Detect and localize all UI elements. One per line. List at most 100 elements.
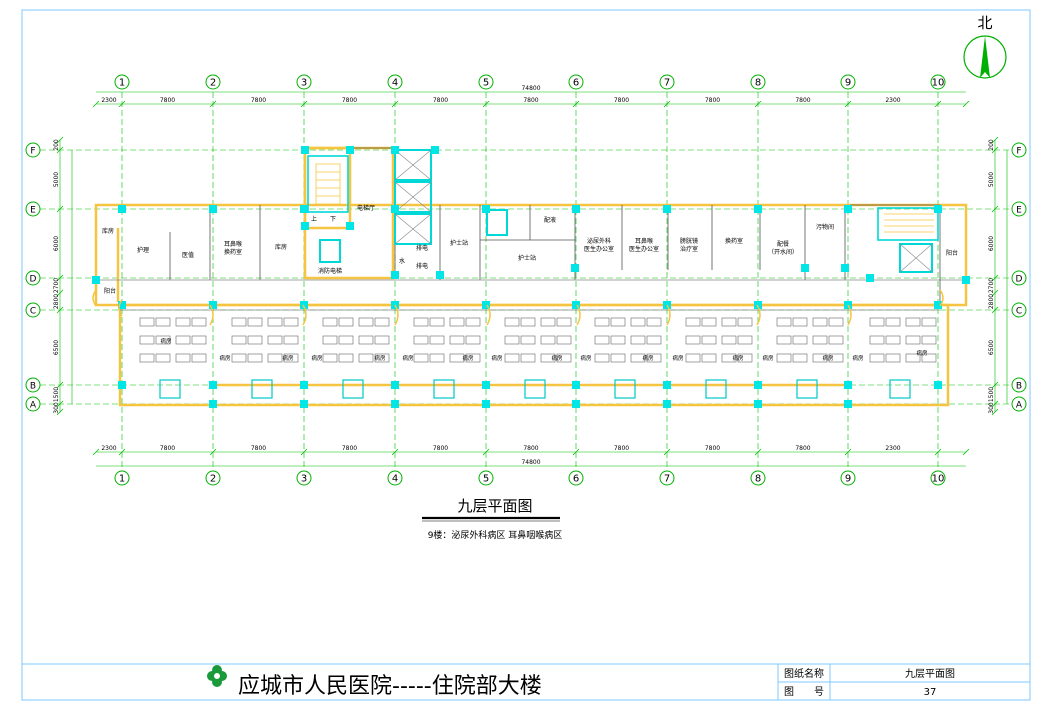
dimension-label: 7800 <box>614 445 629 452</box>
bed-icon <box>247 317 263 327</box>
column-marker <box>572 381 580 389</box>
grid-bubble-row-F <box>1011 142 1027 158</box>
column-marker <box>346 146 354 154</box>
column-marker <box>300 301 308 309</box>
grid-label-row-C: C <box>1016 307 1022 317</box>
ward-bathroom <box>889 379 911 399</box>
bed-icon <box>610 317 626 327</box>
bed-icon <box>139 317 155 327</box>
hospital-logo-icon <box>207 665 227 687</box>
grid-label-col-1: 1 <box>119 474 125 485</box>
dimension-label: 7800 <box>705 445 720 452</box>
bed-icon <box>191 335 207 345</box>
room-label-huzhan: 护理 <box>137 246 149 254</box>
grid-label-row-A: A <box>1016 401 1023 411</box>
bed-icon <box>231 335 247 345</box>
column-marker <box>754 381 762 389</box>
grid-label-row-D: D <box>1016 275 1023 285</box>
bed-icon <box>449 317 465 327</box>
room-label-pgj-zhiliao: 膀胱镜治疗室 <box>680 237 698 253</box>
bed-icon <box>449 353 465 363</box>
column-marker <box>934 301 942 309</box>
column-marker <box>482 205 490 213</box>
bed-icon <box>413 317 429 327</box>
ward-bathroom <box>251 379 273 399</box>
room-label-jiguan: 排电 <box>416 244 428 252</box>
column-marker <box>934 205 942 213</box>
room-label-dianti-ting: 电梯厅 <box>357 204 375 212</box>
bed-icon <box>139 335 155 345</box>
ward-bathroom <box>614 379 636 399</box>
dimension-total: 74800 <box>521 85 540 92</box>
structural-columns <box>92 146 970 408</box>
ward-label: 病房 <box>822 354 834 362</box>
dimension-label: 7800 <box>433 445 448 452</box>
bed-icon <box>685 335 701 345</box>
bed-icon <box>701 317 717 327</box>
grid-label-col-7: 7 <box>664 78 670 89</box>
ward-bathroom <box>705 379 727 399</box>
ward-labels: 病房病房病房病房病房病房病房病房病房病房病房病房病房病房病房病房病房 <box>160 337 928 362</box>
ward-bathroom <box>524 379 546 399</box>
room-label-yangtai-w: 阳台 <box>104 287 116 295</box>
grid-bubble-row-B <box>1011 377 1027 393</box>
bed-icon <box>267 317 283 327</box>
bed-icon <box>429 335 445 345</box>
bed-icon <box>556 335 572 345</box>
bed-icon <box>374 335 390 345</box>
dimension-label: 7800 <box>523 97 538 104</box>
bed-icon <box>449 335 465 345</box>
bed-icon <box>429 317 445 327</box>
dimension-label: 6000 <box>988 236 995 251</box>
ward-beds <box>139 317 937 399</box>
bed-icon <box>776 317 792 327</box>
room-label-huanyao: 换药室 <box>725 237 743 245</box>
dimension-label: 1500 <box>988 387 995 402</box>
grid-label-col-5: 5 <box>483 78 489 89</box>
column-marker <box>118 301 126 309</box>
room-label-ebh-huanyao: 耳鼻喉换药室 <box>224 240 242 256</box>
bed-icon <box>283 317 299 327</box>
dimension-label: 1500 <box>53 387 60 402</box>
bed-icon <box>921 335 937 345</box>
grid-label-col-7: 7 <box>664 474 670 485</box>
ward-label: 病房 <box>402 354 414 362</box>
column-marker <box>866 274 874 282</box>
grid-bubble-col-5 <box>478 470 494 486</box>
ward-label: 病房 <box>916 349 928 357</box>
bed-icon <box>283 335 299 345</box>
bed-icon <box>812 353 828 363</box>
ward-label: 病房 <box>311 354 323 362</box>
compass-label: 北 <box>977 14 992 32</box>
column-marker <box>801 264 809 272</box>
column-marker <box>754 301 762 309</box>
bed-icon <box>610 353 626 363</box>
ward-label: 病房 <box>219 354 231 362</box>
grid-label-row-B: B <box>1016 382 1022 392</box>
bed-icon <box>322 335 338 345</box>
bed-icon <box>247 335 263 345</box>
room-label-shui: 水 <box>399 257 405 265</box>
dimension-label: 2300 <box>885 445 900 452</box>
ward-label: 病房 <box>374 354 386 362</box>
project-name: 应城市人民医院-----住院部大楼 <box>238 674 542 699</box>
column-marker <box>209 400 217 408</box>
grid-label-col-2: 2 <box>210 474 216 485</box>
dimension-label: 7800 <box>160 97 175 104</box>
room-label-peiyao: 配液 <box>544 216 556 224</box>
ward-label: 病房 <box>672 354 684 362</box>
dimension-label: 6500 <box>53 340 60 355</box>
column-marker <box>482 381 490 389</box>
bed-icon <box>721 317 737 327</box>
bed-icon <box>921 353 937 363</box>
column-marker <box>431 146 439 154</box>
elevator-shafts <box>319 149 933 273</box>
column-marker <box>962 276 970 284</box>
dimension-label: 7800 <box>523 445 538 452</box>
room-label-mnwk-office: 泌尿外科医生办公室 <box>584 237 614 253</box>
room-label-ebh-office: 耳鼻喉医生办公室 <box>629 237 659 253</box>
bed-icon <box>921 317 937 327</box>
grid-label-row-F: F <box>30 147 35 157</box>
dimension-label: 5000 <box>53 172 60 187</box>
